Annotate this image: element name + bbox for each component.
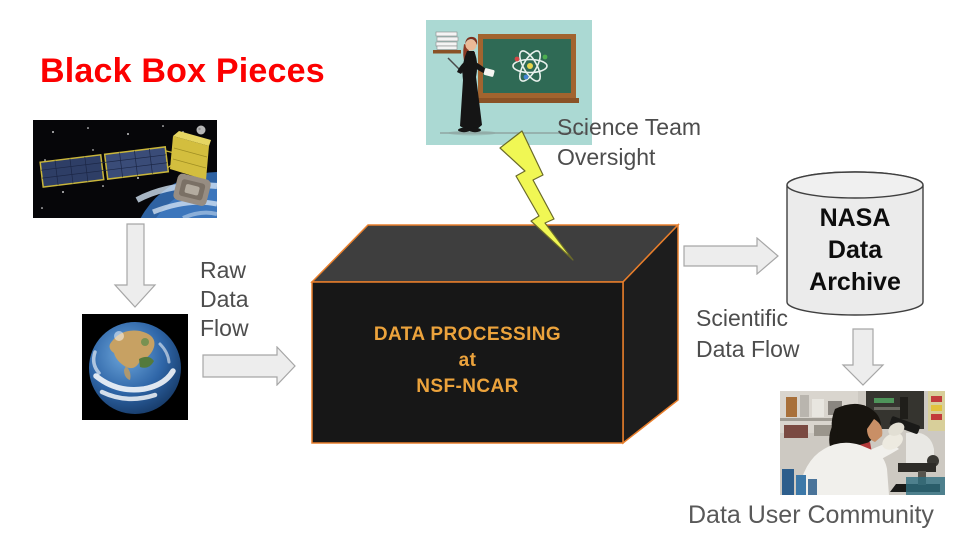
teacher-chalkboard-icon [426, 20, 592, 145]
nasa-archive-line3: Archive [809, 268, 901, 296]
lightning-connector [485, 128, 585, 268]
science-team-line2: Oversight [557, 144, 656, 170]
nasa-archive-label: NASA Data Archive [785, 202, 925, 298]
scientific-flow-line1: Scientific [696, 305, 789, 331]
satellite-icon [33, 120, 217, 218]
science-team-image [426, 20, 592, 145]
raw-data-flow-label: Raw Data Flow [200, 256, 249, 343]
down-arrow-icon [841, 328, 885, 386]
processing-box-line2: at [458, 350, 477, 371]
arrow-earth-to-processing [202, 346, 296, 386]
arrow-processing-to-archive [683, 237, 779, 275]
data-user-community-label: Data User Community [688, 501, 934, 529]
nasa-archive-line1: NASA [819, 204, 891, 232]
right-arrow-icon [683, 237, 779, 275]
processing-box-line1: DATA PROCESSING [373, 324, 562, 345]
scientist-microscope-icon [780, 391, 945, 495]
lightning-bolt-icon [499, 130, 574, 261]
earth-icon [82, 314, 188, 420]
satellite-image [33, 120, 217, 218]
page-title: Black Box Pieces [40, 52, 325, 90]
arrow-archive-to-users [840, 328, 886, 386]
processing-box-line3: NSF-NCAR [416, 376, 519, 397]
processing-black-box [305, 218, 685, 450]
nasa-archive-line2: Data [827, 236, 883, 264]
processing-box-label: DATA PROCESSING at NSF-NCAR [312, 322, 623, 400]
science-team-label: Science Team Oversight [557, 112, 701, 172]
science-team-line1: Science Team [557, 114, 702, 140]
nasa-archive-cylinder [785, 170, 925, 318]
scientific-data-flow-label: Scientific Data Flow [696, 303, 800, 365]
scientific-flow-line2: Data Flow [696, 336, 800, 362]
database-cylinder-icon [786, 171, 924, 316]
raw-data-flow-line3: Flow [200, 315, 249, 341]
raw-data-flow-line1: Raw [200, 257, 247, 283]
right-arrow-icon [202, 346, 296, 386]
raw-data-flow-line2: Data [200, 286, 249, 312]
earth-image [82, 314, 188, 420]
down-arrow-icon [113, 223, 157, 308]
black-box-shape [310, 223, 680, 445]
data-user-image [780, 391, 945, 495]
arrow-down-satellite-to-earth [107, 223, 163, 309]
